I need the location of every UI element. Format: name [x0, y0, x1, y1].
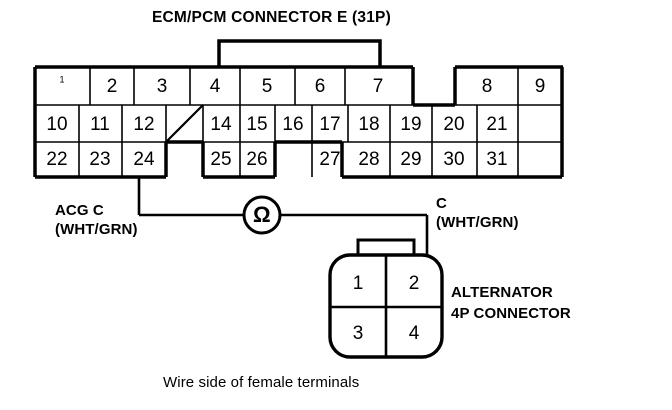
ecm-pin-19: 19	[400, 114, 421, 135]
ecm-pin-7: 7	[373, 76, 384, 97]
ecm-pin-2: 2	[107, 76, 118, 97]
ecm-pin-15: 15	[246, 114, 267, 135]
ecm-row-top: 1 2 3 4 5 6 7 8 9	[59, 67, 545, 105]
ecm-pin-16: 16	[282, 114, 303, 135]
ecm-pin-26: 26	[246, 149, 267, 170]
ecm-pin-21: 21	[486, 114, 507, 135]
ecm-pin-24: 24	[133, 149, 155, 170]
ecm-row-bottom: 22 23 24 25 26 27 28 29 30 31	[46, 142, 519, 177]
alternator-connector: 1 2 3 4	[328, 238, 444, 359]
ecm-connector-outline	[33, 65, 564, 179]
ecm-pin-10: 10	[46, 114, 67, 135]
ecm-pin-18: 18	[358, 114, 379, 135]
alternator-pin-2: 2	[409, 273, 420, 294]
ecm-pin-20: 20	[443, 114, 464, 135]
ecm-pin-17: 17	[319, 114, 340, 135]
ecm-pin-12: 12	[133, 114, 154, 135]
ecm-pin-1: 1	[59, 74, 64, 84]
alternator-pin-4: 4	[409, 323, 420, 344]
ecm-connector-tab	[217, 39, 382, 67]
ecm-pin-28: 28	[358, 149, 379, 170]
acg-c-label-line2: (WHT/GRN)	[55, 221, 138, 238]
ecm-pin-14: 14	[210, 114, 232, 135]
ecm-pin-5: 5	[262, 76, 273, 97]
ecm-pin-30: 30	[443, 149, 464, 170]
ecm-pin-25: 25	[210, 149, 231, 170]
ecm-pin-29: 29	[400, 149, 421, 170]
ecm-pin-31: 31	[486, 149, 507, 170]
ecm-pin-4: 4	[210, 76, 221, 97]
ecm-pin-6: 6	[315, 76, 326, 97]
ecm-pin-8: 8	[482, 76, 493, 97]
ecm-pin-13-blank	[165, 104, 204, 143]
c-label-line1: C	[436, 195, 447, 212]
c-label-line2: (WHT/GRN)	[436, 214, 519, 231]
ecm-pin-11: 11	[90, 114, 110, 135]
alternator-pin-3: 3	[353, 323, 364, 344]
ecm-row-middle: 10 11 12 14 15 16 17 18 19 20 21	[46, 104, 519, 143]
diagram-title: ECM/PCM CONNECTOR E (31P)	[152, 9, 391, 26]
ecm-pin-23: 23	[89, 149, 110, 170]
ecm-pin-3: 3	[157, 76, 168, 97]
alternator-pin-1: 1	[353, 273, 364, 294]
diagram-caption: Wire side of female terminals	[163, 374, 360, 391]
alternator-label-line1: ALTERNATOR	[451, 284, 553, 301]
test-lead-left	[137, 177, 244, 217]
ecm-pin-27: 27	[319, 149, 340, 170]
test-lead-right	[280, 213, 429, 258]
ohm-glyph: Ω	[253, 202, 271, 227]
alternator-label-line2: 4P CONNECTOR	[451, 305, 571, 322]
ecm-pin-9: 9	[535, 76, 546, 97]
acg-c-label-line1: ACG C	[55, 202, 104, 219]
ecm-pin-22: 22	[46, 149, 67, 170]
